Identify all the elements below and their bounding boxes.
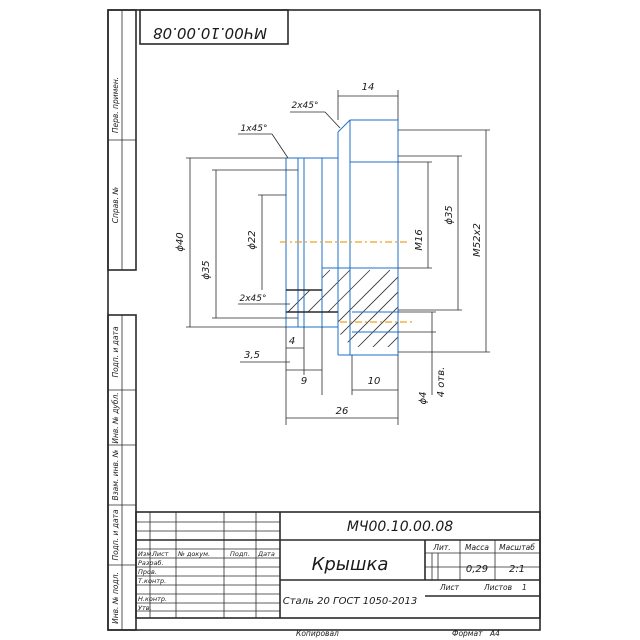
dim-phi35-left: ϕ35 xyxy=(201,260,212,279)
dim-chamfer-small: 1x45° xyxy=(240,124,267,134)
sheet-label: Лист xyxy=(439,583,460,592)
dim-3-5: 3,5 xyxy=(244,350,260,361)
role-tkontr: Т.контр. xyxy=(138,577,166,585)
format-label: Формат xyxy=(452,629,483,638)
side-label-inv-podl: Инв. № подл. xyxy=(111,572,120,624)
part-name: Крышка xyxy=(312,554,389,575)
dim-holes: 4 отв. xyxy=(436,367,447,398)
top-code-mirrored: МЧ00.10.00.08 xyxy=(153,24,267,42)
scale-value: 2:1 xyxy=(509,564,525,575)
dim-chamfer-top: 2x45° xyxy=(291,101,318,111)
top-code-box xyxy=(139,9,289,45)
dim-9: 9 xyxy=(301,376,307,387)
sheet-border xyxy=(107,9,541,631)
material: Сталь 20 ГОСТ 1050-2013 xyxy=(283,596,418,607)
role-prov: Пров. xyxy=(138,568,157,576)
dim-m16: М16 xyxy=(414,229,425,250)
side-stamp xyxy=(107,9,137,631)
role-data: Дата xyxy=(257,550,275,558)
dim-14: 14 xyxy=(362,82,375,93)
role-ndoc: № докум. xyxy=(177,550,210,558)
dim-phi40: ϕ40 xyxy=(175,232,186,251)
format-value: А4 xyxy=(489,629,500,638)
role-razrab: Разраб. xyxy=(138,559,164,567)
dimensions xyxy=(186,90,490,425)
title-code: МЧ00.10.00.08 xyxy=(347,519,453,535)
dim-phi4: ϕ4 xyxy=(418,392,429,405)
mass-value: 0,29 xyxy=(466,564,488,575)
title-block xyxy=(135,511,541,619)
part-outline xyxy=(280,119,412,356)
role-utv: Утв. xyxy=(138,604,152,612)
dim-phi35-right: ϕ35 xyxy=(444,205,455,224)
sheets-label: Листов xyxy=(483,583,512,592)
scale-label: Масштаб xyxy=(499,543,535,552)
dim-m52: М52x2 xyxy=(472,223,483,257)
sheets-count: 1 xyxy=(522,583,527,592)
side-label-podp2: Подп. и дата xyxy=(111,509,120,560)
role-list: Лист xyxy=(151,550,169,558)
lit-label: Лит. xyxy=(432,543,450,552)
side-label-vzam: Взам. инв. № xyxy=(111,449,120,500)
side-label-sprav: Справ. № xyxy=(111,187,120,224)
side-label-podp1: Подп. и дата xyxy=(111,326,120,377)
dim-phi22: ϕ22 xyxy=(247,230,258,249)
side-label-perv: Перв. примен. xyxy=(111,77,120,133)
role-izm: Изм. xyxy=(138,550,153,558)
dim-26: 26 xyxy=(336,406,349,417)
dim-10: 10 xyxy=(368,376,381,387)
dim-4: 4 xyxy=(289,336,295,347)
dim-chamfer-bottom: 2x45° xyxy=(239,294,266,304)
mass-label: Масса xyxy=(465,543,489,552)
copied-label: Копировал xyxy=(296,629,339,638)
role-nkontr: Н.контр. xyxy=(138,595,167,603)
side-label-inv-dubl: Инв. № дубл. xyxy=(111,392,120,443)
role-podp: Подп. xyxy=(230,550,250,558)
